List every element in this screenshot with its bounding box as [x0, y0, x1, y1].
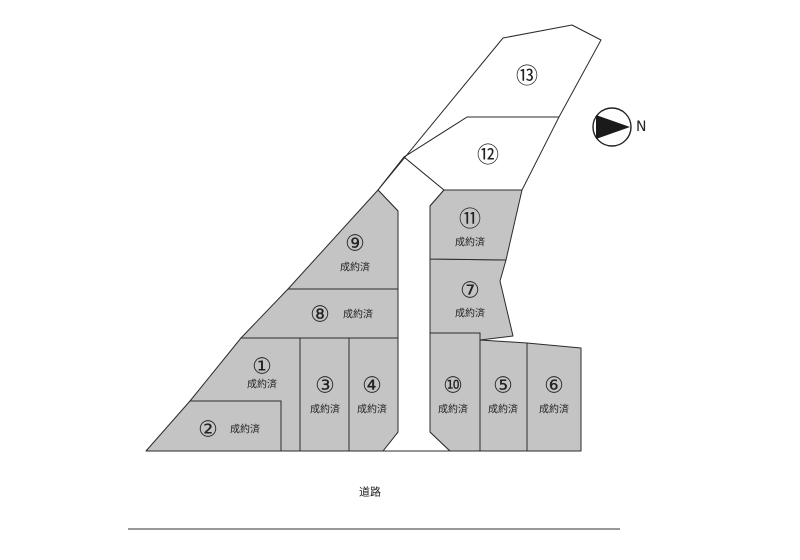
- lot-number-4: ④: [362, 374, 382, 399]
- lot-number-11: ⑪: [459, 208, 481, 233]
- lot-number-7: ⑦: [460, 279, 480, 304]
- lot-status-11: 成約済: [455, 236, 485, 249]
- north-label: N: [636, 119, 646, 135]
- lot-11[interactable]: [429, 189, 523, 261]
- lot-13[interactable]: [377, 24, 602, 191]
- lot-status-2: 成約済: [230, 423, 260, 436]
- lot-number-5: ⑤: [493, 374, 513, 399]
- lot-10[interactable]: [429, 332, 481, 452]
- lot-number-10: ⑩: [443, 374, 463, 399]
- lot-number-12: ⑫: [477, 144, 499, 169]
- lots-layer: [145, 24, 602, 452]
- lot-status-8: 成約済: [343, 308, 373, 321]
- lot-number-3: ③: [315, 374, 335, 399]
- lot-number-13: ⑬: [516, 65, 538, 90]
- lot-number-6: ⑥: [544, 374, 564, 399]
- road-label: 道路: [359, 485, 381, 499]
- lot-number-8: ⑧: [310, 303, 330, 328]
- lot-number-2: ②: [198, 418, 218, 443]
- lot-6[interactable]: [526, 342, 582, 452]
- lot-status-10: 成約済: [438, 403, 468, 416]
- lot-status-3: 成約済: [310, 403, 340, 416]
- lot-status-4: 成約済: [357, 403, 387, 416]
- lot-2[interactable]: [145, 400, 282, 452]
- lot-number-9: ⑨: [345, 232, 365, 257]
- north-arrow-icon: [596, 115, 630, 139]
- lot-status-1: 成約済: [247, 378, 277, 391]
- lot-status-9: 成約済: [340, 261, 370, 274]
- compass: N: [592, 107, 646, 147]
- lot-status-6: 成約済: [539, 403, 569, 416]
- lot-number-1: ①: [252, 355, 272, 380]
- lot-9[interactable]: [287, 189, 399, 290]
- lot-status-7: 成約済: [455, 307, 485, 320]
- lot-status-5: 成約済: [488, 403, 518, 416]
